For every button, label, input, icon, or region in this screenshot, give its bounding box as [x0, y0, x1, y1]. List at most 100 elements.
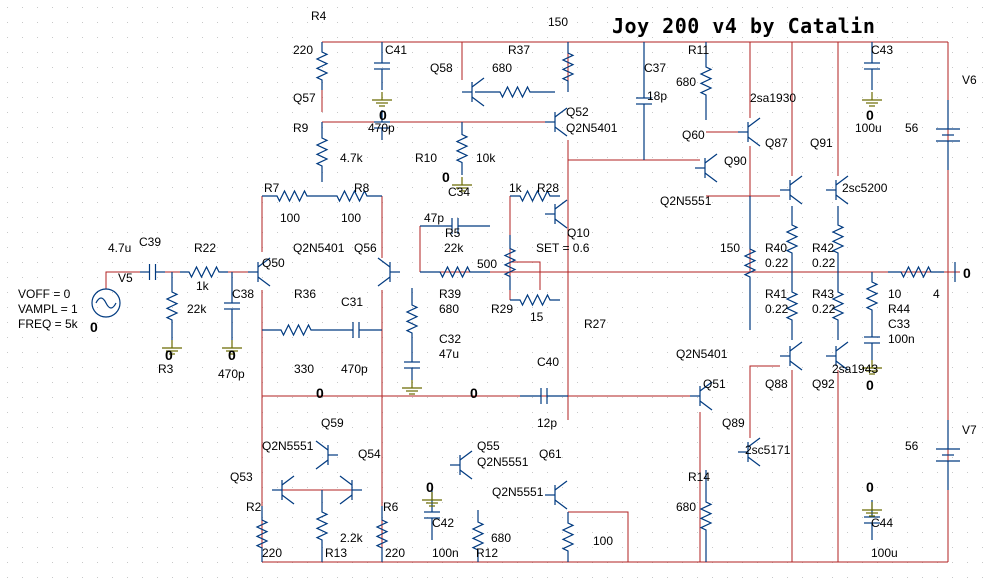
- label-r6: R6: [383, 500, 399, 514]
- transistor-collector: [789, 341, 803, 352]
- transistor-collector: [377, 257, 391, 268]
- transistor-emitter: [699, 400, 713, 411]
- label-q2n5551a: Q2N5551: [660, 194, 712, 208]
- resistor-r39: [405, 288, 419, 350]
- label-r10: R10: [415, 151, 438, 165]
- label-c31: C31: [341, 295, 364, 309]
- label-r13: R13: [325, 546, 348, 560]
- label-vampl: VAMPL = 1: [18, 302, 78, 316]
- label-680c: 680: [439, 302, 460, 316]
- ground-label-g-out: 0: [963, 265, 971, 281]
- label-470pc: 470p: [218, 367, 245, 381]
- components: [91, 42, 960, 562]
- resistor-r22: [180, 265, 228, 279]
- label-2sa1930: 2sa1930: [750, 91, 797, 105]
- label-56b: 56: [905, 439, 919, 453]
- label-q53: Q53: [230, 470, 253, 484]
- label-q55: Q55: [477, 439, 500, 453]
- label-100na: 100n: [888, 332, 915, 346]
- label-r28: R28: [537, 181, 560, 195]
- label-47p: 47p: [424, 211, 445, 225]
- transistor-emitter: [554, 126, 568, 137]
- resistor-4ohm: [888, 265, 944, 279]
- label-56a: 56: [905, 121, 919, 135]
- transistor-emitter: [459, 469, 473, 480]
- label-r27: R27: [584, 317, 607, 331]
- ground-label-g-c42: 0: [426, 479, 434, 495]
- resistor-r8: [322, 189, 382, 203]
- transistor-emitter: [835, 360, 849, 371]
- label-v6: V6: [962, 73, 977, 87]
- transistor-emitter: [835, 194, 849, 205]
- wire: [510, 261, 541, 290]
- label-r43: R43: [812, 287, 835, 301]
- label-r29: R29: [491, 302, 514, 316]
- transistor-collector: [554, 199, 568, 210]
- label-c39: C39: [139, 235, 162, 249]
- label-q52: Q52: [566, 105, 589, 119]
- label-r8: R8: [354, 181, 370, 195]
- label-v7: V7: [962, 423, 977, 437]
- label-q61: Q61: [539, 447, 562, 461]
- label-q59: Q59: [321, 416, 344, 430]
- label-22ka: 22k: [444, 241, 464, 255]
- label-voff: VOFF = 0: [18, 287, 71, 301]
- label-c41: C41: [385, 43, 408, 57]
- label-2.2k: 2.2k: [340, 531, 363, 545]
- label-r42: R42: [812, 241, 835, 255]
- resistor-r37: [475, 85, 555, 99]
- transistor-collector: [339, 475, 353, 486]
- label-18p: 18p: [647, 89, 668, 103]
- label-q51: Q51: [703, 377, 726, 391]
- ground-symbols: [162, 92, 882, 517]
- label-c44: C44: [871, 516, 894, 530]
- label-022b: 0.22: [812, 256, 836, 270]
- resistor-r9: [315, 122, 329, 182]
- transistor-collector: [699, 381, 713, 392]
- label-100ub: 100u: [871, 546, 898, 560]
- label-100b: 100: [341, 211, 362, 225]
- label-r2: R2: [246, 500, 262, 514]
- label-22kb: 22k: [187, 302, 207, 316]
- label-q2n5401b: Q2N5401: [293, 241, 345, 255]
- transistor-emitter: [281, 494, 295, 505]
- label-c33: C33: [888, 317, 911, 331]
- transistor-collector: [471, 77, 485, 88]
- label-680a: 680: [492, 61, 513, 75]
- label-1k: 1k: [509, 181, 522, 195]
- transistor-collector: [459, 450, 473, 461]
- resistor-100: [561, 512, 575, 562]
- ground-label-g-c33: 0: [866, 377, 874, 393]
- wire: [749, 365, 780, 438]
- label-680e: 680: [491, 531, 512, 545]
- label-150mid: 150: [720, 241, 741, 255]
- label-r14: R14: [688, 470, 711, 484]
- wire: [568, 511, 629, 562]
- label-100a: 100: [280, 211, 301, 225]
- label-12p: 12p: [537, 416, 558, 430]
- label-500: 500: [477, 257, 498, 271]
- transistor-collector: [315, 440, 329, 451]
- label-2sc5200: 2sc5200: [842, 181, 888, 195]
- resistor-r29: [510, 293, 560, 307]
- label-q91: Q91: [810, 136, 833, 150]
- label-q58: Q58: [430, 61, 453, 75]
- label-022c: 0.22: [765, 302, 789, 316]
- label-q89: Q89: [722, 416, 745, 430]
- label-c37: C37: [644, 61, 667, 75]
- transistor-emitter: [257, 276, 271, 287]
- transistor-emitter: [704, 172, 718, 183]
- ground-label-g-c38: 0: [228, 347, 236, 363]
- label-q60: Q60: [682, 128, 705, 142]
- label-r3: R3: [158, 362, 174, 376]
- label-220c: 220: [385, 546, 406, 560]
- label-c42: C42: [432, 516, 455, 530]
- source-v5: [91, 288, 121, 318]
- resistor-r3: [165, 272, 179, 340]
- label-q90: Q90: [724, 154, 747, 168]
- transistor-collector: [747, 437, 761, 448]
- transistor-emitter: [747, 136, 761, 147]
- resistor-r42: [831, 206, 845, 272]
- label-r12: R12: [476, 546, 499, 560]
